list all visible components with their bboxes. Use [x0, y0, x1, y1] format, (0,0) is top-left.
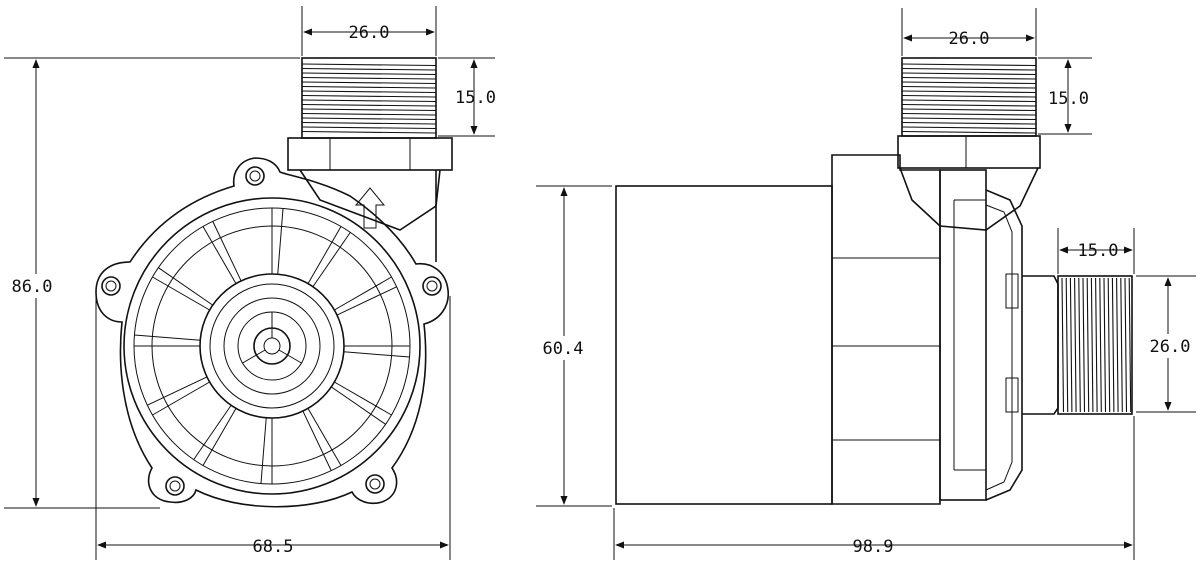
side-dim-side-thread-length: 15.0 — [1057, 228, 1135, 274]
front-dim-width: 68.5 — [95, 296, 451, 560]
side-dim-side-thread-width: 26.0 — [1136, 275, 1196, 413]
side-dim-top-width-label: 26.0 — [949, 29, 990, 49]
side-dim-total-length-label: 98.9 — [853, 537, 894, 557]
front-dim-top-width: 26.0 — [301, 6, 437, 56]
front-housing-ring — [123, 197, 421, 495]
front-dim-top-width-label: 26.0 — [349, 23, 390, 43]
front-dim-thread-length-label: 15.0 — [455, 88, 496, 108]
side-dim-body-height-label: 60.4 — [543, 339, 584, 359]
side-dim-top-thread-length: 15.0 — [1038, 57, 1092, 135]
front-spokes — [134, 208, 410, 484]
front-dim-height: 86.0 — [4, 57, 300, 509]
front-dim-thread-length: 15.0 — [438, 57, 496, 137]
front-lug-hole — [422, 276, 442, 296]
front-hex-nut — [287, 137, 453, 171]
front-hub-ring — [199, 273, 345, 419]
front-flange-outline — [95, 157, 449, 508]
front-view: 26.0 15.0 86.0 68.5 — [4, 6, 496, 560]
side-view: 26.0 15.0 60.4 15.0 — [536, 8, 1196, 560]
front-lug-hole — [165, 476, 185, 496]
front-dim-width-label: 68.5 — [253, 537, 294, 557]
side-dim-body-height: 60.4 — [536, 185, 612, 507]
front-dim-height-label: 86.0 — [12, 277, 53, 297]
side-pump-housing — [831, 154, 1023, 505]
side-top-thread — [901, 57, 1037, 137]
side-dim-top-width: 26.0 — [901, 8, 1037, 56]
side-dim-total-length: 98.9 — [613, 416, 1135, 560]
front-lug-hole — [101, 276, 121, 296]
front-outlet-thread — [301, 57, 437, 139]
side-dim-side-thread-width-label: 26.0 — [1150, 337, 1191, 357]
front-lug-hole — [245, 166, 265, 186]
side-dim-top-thread-length-label: 15.0 — [1048, 89, 1089, 109]
flow-arrow-icon — [354, 187, 386, 229]
front-lug-hole — [365, 474, 385, 494]
side-top-nut — [897, 135, 1041, 231]
side-dim-side-thread-length-label: 15.0 — [1078, 241, 1119, 261]
side-outlet-thread — [1022, 275, 1133, 415]
front-neck — [299, 169, 441, 231]
side-motor-body — [615, 185, 833, 505]
